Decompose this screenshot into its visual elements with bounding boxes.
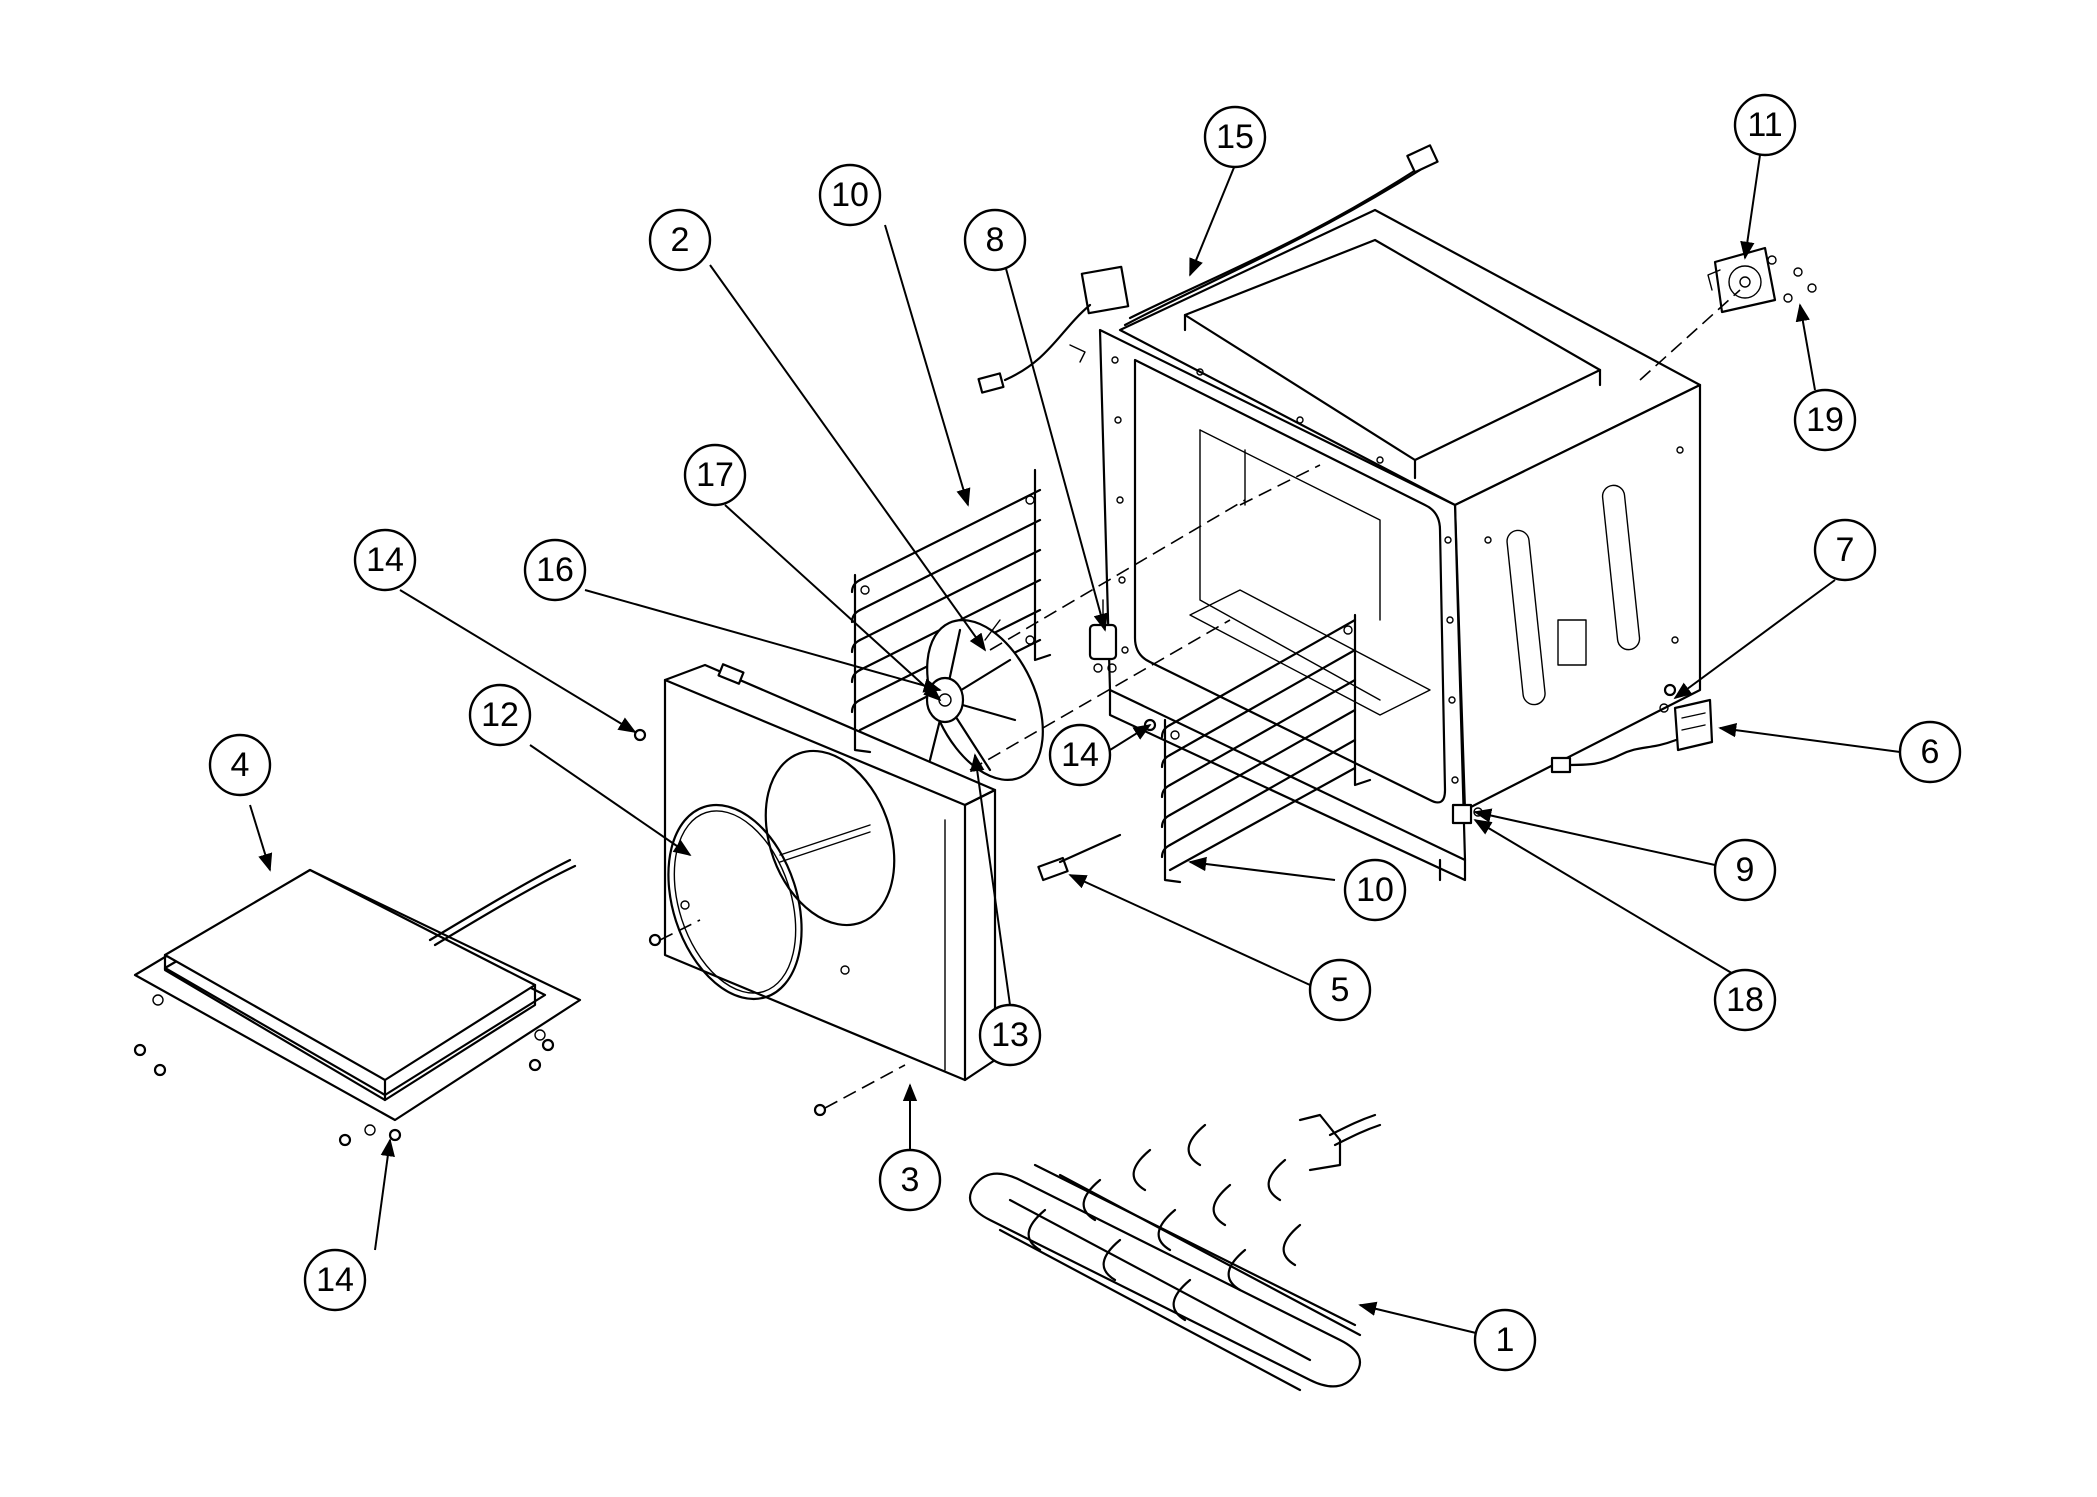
callout-16: 16 bbox=[523, 538, 587, 602]
callout-11: 11 bbox=[1733, 93, 1797, 157]
callout-10-lower: 10 bbox=[1343, 858, 1407, 922]
callout-14-middle-label: 14 bbox=[1061, 736, 1099, 774]
callout-18: 18 bbox=[1713, 968, 1777, 1032]
callout-9: 9 bbox=[1713, 838, 1777, 902]
leader-lines bbox=[249, 154, 1901, 1341]
callout-19-label: 19 bbox=[1806, 401, 1844, 439]
terminal-block bbox=[1550, 698, 1714, 774]
callout-4-label: 4 bbox=[231, 746, 250, 784]
callout-15-label: 15 bbox=[1216, 118, 1254, 156]
convection-motor bbox=[1707, 246, 1817, 314]
bake-element bbox=[968, 1113, 1382, 1392]
callout-8-label: 8 bbox=[986, 221, 1005, 259]
wire-harness bbox=[977, 144, 1439, 394]
callout-14-left-label: 14 bbox=[366, 541, 404, 579]
callout-18-label: 18 bbox=[1726, 981, 1764, 1019]
callout-16-label: 16 bbox=[536, 551, 574, 589]
convection-fan bbox=[925, 619, 1044, 781]
callout-14-bottom: 14 bbox=[303, 1248, 367, 1312]
frame-screw-holes bbox=[1111, 356, 1459, 784]
callout-4: 4 bbox=[208, 733, 272, 797]
loose-screws bbox=[633, 683, 1677, 1117]
callout-17: 17 bbox=[683, 443, 747, 507]
callout-8: 8 bbox=[963, 208, 1027, 272]
callout-13: 13 bbox=[978, 1003, 1042, 1067]
small-hardware bbox=[1037, 803, 1483, 882]
callout-15: 15 bbox=[1203, 105, 1267, 169]
callout-6-label: 6 bbox=[1921, 733, 1940, 771]
callout-14-left: 14 bbox=[353, 528, 417, 592]
callout-19: 19 bbox=[1793, 388, 1857, 452]
callout-10-upper: 10 bbox=[818, 163, 882, 227]
callout-1: 1 bbox=[1473, 1308, 1537, 1372]
callout-12-label: 12 bbox=[481, 696, 519, 734]
callout-7: 7 bbox=[1813, 518, 1877, 582]
callout-14-middle: 14 bbox=[1048, 723, 1112, 787]
callout-2-label: 2 bbox=[671, 221, 690, 259]
callout-7-label: 7 bbox=[1836, 531, 1855, 569]
callout-3: 3 bbox=[878, 1148, 942, 1212]
callout-5: 5 bbox=[1308, 958, 1372, 1022]
callout-11-label: 11 bbox=[1747, 106, 1782, 144]
callout-6: 6 bbox=[1898, 720, 1962, 784]
rack-support-right bbox=[1160, 613, 1372, 884]
callout-9-label: 9 bbox=[1736, 851, 1755, 889]
callout-14-bottom-label: 14 bbox=[316, 1261, 354, 1299]
cover-screws bbox=[133, 1038, 555, 1147]
oven-cavity bbox=[1098, 208, 1702, 882]
callout-12: 12 bbox=[468, 683, 532, 747]
callout-10-upper-label: 10 bbox=[831, 176, 869, 214]
callout-17-label: 17 bbox=[696, 456, 734, 494]
callout-1-label: 1 bbox=[1496, 1321, 1515, 1359]
callout-5-label: 5 bbox=[1331, 971, 1350, 1009]
callout-3-label: 3 bbox=[901, 1161, 920, 1199]
bake-element-cover bbox=[133, 858, 582, 1147]
callout-13-label: 13 bbox=[991, 1016, 1029, 1054]
callout-10-lower-label: 10 bbox=[1356, 871, 1394, 909]
convection-baffle bbox=[663, 663, 997, 1082]
baffle-gasket bbox=[667, 803, 803, 1001]
callout-2: 2 bbox=[648, 208, 712, 272]
